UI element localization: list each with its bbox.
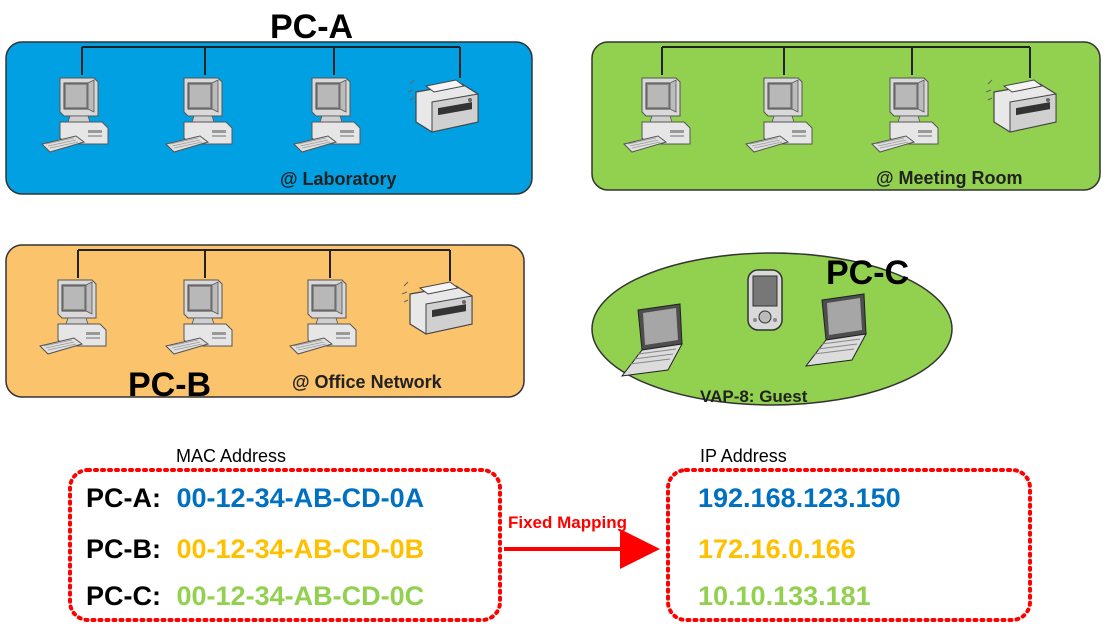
ip-address-box: [666, 468, 1032, 622]
pc-a-title: PC-A: [270, 8, 353, 46]
mac-row-name: PC-A:: [86, 483, 161, 513]
mac-row: PC-C: 00-12-34-AB-CD-0C: [86, 581, 424, 611]
mac-row-name: PC-C:: [86, 581, 161, 611]
meeting-room-box: [591, 41, 1101, 191]
guest-label: VAP-8: Guest: [700, 387, 808, 406]
fixed-mapping-label: Fixed Mapping: [508, 513, 627, 532]
laboratory-label: @ Laboratory: [280, 169, 397, 189]
mac-row-value: 00-12-34-AB-CD-0C: [177, 581, 425, 611]
ip-row-value: 10.10.133.181: [698, 581, 871, 611]
office-network-label: @ Office Network: [292, 372, 443, 392]
pc-c-title: PC-C: [826, 254, 909, 292]
laboratory-group: @ Laboratory: [5, 41, 533, 195]
ip-row-value: 172.16.0.166: [698, 534, 856, 564]
laboratory-box: [5, 41, 533, 195]
meeting-room-group: @ Meeting Room: [591, 41, 1101, 191]
office-network-group: @ Office Network PC-B: [5, 244, 525, 404]
mac-row: PC-A: 00-12-34-AB-CD-0A: [86, 483, 424, 513]
office-network-box: [5, 244, 525, 398]
ip-row-value: 192.168.123.150: [698, 483, 901, 513]
office-network-bus-line: [77, 249, 451, 281]
meeting-room-label: @ Meeting Room: [876, 168, 1023, 188]
mac-row-name: PC-B:: [86, 534, 161, 564]
mac-address-box: [68, 468, 502, 622]
laboratory-bus-line: [81, 46, 461, 78]
pda-icon: [747, 269, 783, 331]
mac-address-header: MAC Address: [176, 446, 286, 466]
pc-b-title: PC-B: [128, 366, 211, 404]
mac-row-value: 00-12-34-AB-CD-0B: [177, 534, 425, 564]
mac-row: PC-B: 00-12-34-AB-CD-0B: [86, 534, 424, 564]
guest-group: PC-C VAP-8: Guest: [591, 252, 953, 406]
ip-address-header: IP Address: [700, 446, 787, 466]
meeting-room-bus-line: [661, 46, 1031, 78]
mac-row-value: 00-12-34-AB-CD-0A: [177, 483, 425, 513]
